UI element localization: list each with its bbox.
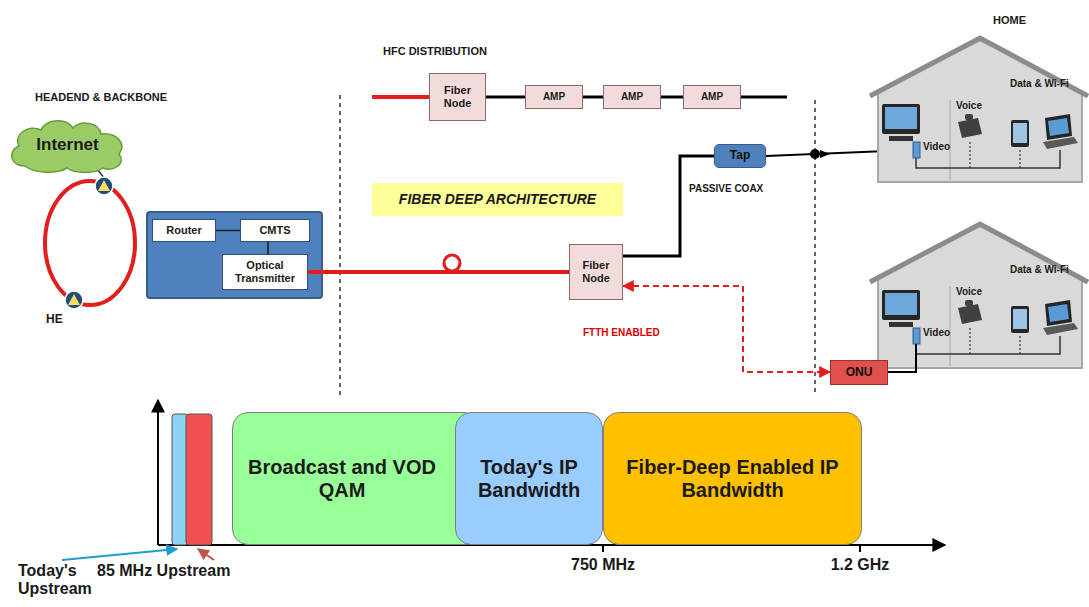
process-box: Router (152, 219, 216, 242)
axis-tick (859, 545, 861, 552)
headend-router-symbol (98, 180, 110, 191)
headend-box (147, 212, 322, 298)
node-text: Optical Transmitter (226, 259, 304, 284)
axis-label: Today's Upstream (18, 562, 103, 599)
annotation-label: Video (923, 327, 950, 339)
node-text: Router (166, 224, 201, 237)
annotation-label: Video (923, 141, 950, 153)
annotation-label: FTTH ENABLED (583, 327, 660, 339)
node-text: AMP (621, 91, 643, 103)
headend-router-symbol (65, 291, 83, 309)
backbone-ring (45, 181, 135, 305)
node-text: Fiber Node (573, 259, 619, 284)
callout-arrow (198, 549, 214, 560)
annotation-label: HFC DISTRIBUTION (383, 45, 487, 58)
connector (583, 96, 603, 99)
region-divider (339, 95, 341, 395)
node-text: Broadcast and VOD QAM (236, 456, 448, 502)
process-box: CMTS (240, 219, 310, 242)
annotation-label: Voice (956, 286, 982, 298)
axis-label: 1.2 GHz (831, 556, 890, 574)
connector (486, 96, 525, 99)
cloud-node: Internet (5, 116, 130, 174)
headend-router-symbol (68, 294, 80, 305)
connector (216, 230, 240, 232)
node-text: ONU (846, 366, 873, 380)
fiber-slack-loop (444, 255, 460, 271)
drop-arrowhead (820, 150, 830, 158)
connector (661, 96, 683, 99)
house-illustration (870, 224, 1088, 368)
onu-link (888, 344, 916, 372)
node-text: CMTS (259, 224, 290, 237)
node-text: Fiber-Deep Enabled IP Bandwidth (607, 456, 858, 502)
callout-arrow (62, 549, 177, 560)
node-text: Today's IP Bandwidth (459, 456, 599, 502)
upstream-band (186, 414, 212, 545)
spectrum-band: Today's IP Bandwidth (455, 412, 603, 545)
node-text: Tap (730, 149, 750, 163)
fiber-node-box: Fiber Node (569, 244, 623, 300)
connector (623, 156, 714, 256)
node-text: Fiber Node (433, 84, 482, 109)
amplifier-box: AMP (683, 85, 741, 109)
headend-router-symbol (95, 177, 113, 195)
fiber-line (372, 95, 430, 99)
node-text: AMP (543, 91, 565, 103)
annotation-label: HEADEND & BACKBONE (35, 91, 167, 104)
tap-box: Tap (714, 144, 766, 168)
annotation-label: Data & Wi-Fi (1010, 78, 1069, 90)
title-band: FIBER DEEP ARCHITECTURE (372, 183, 623, 216)
axis-label: 85 MHz Upstream (97, 562, 230, 580)
annotation-label: Voice (956, 100, 982, 112)
amplifier-box: AMP (525, 85, 583, 109)
annotation-label: HE (46, 313, 63, 327)
onu-box: ONU (830, 360, 888, 385)
annotation-label: PASSIVE COAX (689, 183, 763, 195)
connector (308, 270, 569, 274)
coax-line (741, 96, 787, 99)
region-divider (814, 100, 816, 395)
chart-axis (157, 400, 159, 545)
spectrum-band: Broadcast and VOD QAM (232, 412, 480, 545)
axis-tick (602, 545, 604, 552)
cloud-outline (12, 121, 122, 173)
demarcation-dot (810, 149, 820, 159)
axis-label: 750 MHz (571, 556, 635, 574)
process-box: Optical Transmitter (222, 254, 308, 290)
node-text: FIBER DEEP ARCHITECTURE (399, 191, 596, 207)
headend-router-symbol (65, 291, 83, 309)
node-text: AMP (701, 91, 723, 103)
connector (267, 242, 269, 254)
headend-router-symbol (95, 177, 113, 195)
house-illustration (870, 38, 1088, 182)
annotation-label: HOME (993, 14, 1026, 27)
annotation-label: Data & Wi-Fi (1010, 264, 1069, 276)
spectrum-band: Fiber-Deep Enabled IP Bandwidth (603, 412, 862, 545)
fiber-node-box: Fiber Node (429, 73, 486, 121)
node-text: Internet (36, 135, 98, 155)
amplifier-box: AMP (603, 85, 661, 109)
